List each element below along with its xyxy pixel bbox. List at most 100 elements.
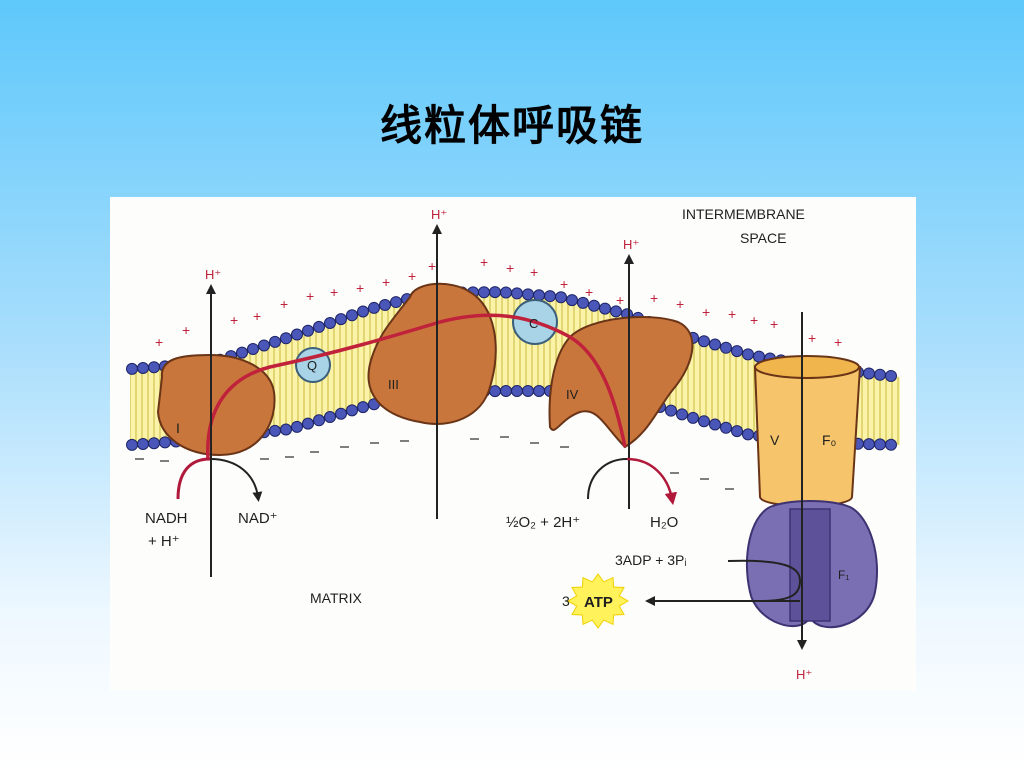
lipid-head [874, 438, 886, 451]
adp-label: 3ADP + 3Pᵢ [615, 552, 687, 568]
nadh-label-line2: + H⁺ [148, 533, 180, 550]
lipid-head [555, 291, 567, 304]
plus-sign: + [702, 304, 710, 320]
lipid-head [269, 335, 281, 348]
plus-sign: + [382, 274, 390, 290]
lipid-head [126, 362, 138, 375]
lipid-head [665, 404, 677, 417]
plus-sign: + [616, 292, 624, 308]
complex-iv-label: IV [566, 387, 579, 402]
negative-charge-signs [135, 436, 734, 490]
atp-label: ATP [584, 594, 613, 611]
lipid-head [577, 296, 589, 309]
lipid-head [874, 368, 886, 381]
lipid-head [489, 385, 501, 398]
plus-sign: + [356, 280, 364, 296]
lipid-head [489, 286, 501, 299]
plus-sign: + [253, 308, 261, 324]
plus-sign: + [650, 290, 658, 306]
lipid-head [357, 305, 369, 318]
lipid-head [313, 320, 325, 333]
lipid-head [247, 343, 259, 356]
lipid-head [379, 299, 391, 311]
f0-label: F₀ [822, 432, 837, 448]
plus-sign: + [560, 276, 568, 292]
lipid-head [742, 428, 754, 441]
lipid-head [885, 369, 897, 382]
space-label-line1: INTERMEMBRANE [682, 206, 805, 222]
plus-sign: + [480, 254, 488, 270]
oxygen-label: ½O₂ + 2H⁺ [506, 514, 580, 531]
lipid-head [478, 286, 490, 299]
lipid-head [500, 385, 512, 397]
lipid-head [863, 438, 875, 451]
plus-sign: + [530, 264, 538, 280]
lipid-head [148, 361, 160, 374]
plus-sign: + [155, 334, 163, 350]
lipid-head [544, 290, 556, 303]
lipid-head [280, 423, 292, 436]
lipid-head [863, 367, 875, 380]
complex-i-label: I [176, 420, 180, 436]
lipid-head [885, 438, 897, 451]
lipid-head [335, 407, 347, 420]
plus-sign: + [306, 288, 314, 304]
complex-iii-label: III [388, 377, 399, 392]
lipid-head [302, 417, 314, 430]
electron-path [206, 313, 627, 460]
proton-label-iv: H⁺ [623, 237, 639, 252]
atp-burst [567, 573, 629, 629]
lipid-head [137, 438, 149, 451]
lipid-head [522, 385, 534, 397]
plus-sign: + [506, 260, 514, 276]
lipid-head [720, 421, 732, 434]
matrix-label: MATRIX [310, 590, 363, 606]
lipid-head [291, 420, 303, 433]
space-label-line2: SPACE [740, 230, 786, 246]
plus-sign: + [750, 312, 758, 328]
lipid-head [511, 287, 523, 300]
lipid-head [500, 286, 512, 299]
lipid-head [709, 338, 721, 351]
lipid-head [368, 301, 380, 314]
plus-sign: + [330, 284, 338, 300]
plus-sign: + [428, 258, 436, 274]
lipid-head [126, 438, 138, 451]
lipid-head [533, 385, 545, 397]
lipid-head [324, 317, 336, 329]
proton-label-synthase: H⁺ [796, 667, 812, 682]
lipid-head [511, 385, 523, 397]
lipid-head [676, 408, 688, 421]
lipid-head [357, 401, 369, 414]
q-label: Q [307, 358, 317, 373]
nad-label: NAD⁺ [238, 510, 278, 527]
plus-sign: + [280, 296, 288, 312]
proton-label-iii: H⁺ [431, 207, 447, 222]
respiratory-chain-diagram: +++++++++++++++++++++++++ H⁺ H⁺ H⁺ H⁺ IN… [110, 197, 916, 691]
lipid-head [709, 418, 721, 431]
positive-charge-signs: +++++++++++++++++++++++++ [155, 254, 842, 350]
lipid-head [599, 302, 611, 315]
c-label: C [529, 316, 538, 331]
lipid-head [720, 341, 732, 354]
plus-sign: + [834, 334, 842, 350]
lipid-head [698, 335, 710, 348]
f1-label: F₁ [838, 568, 849, 582]
plus-sign: + [728, 306, 736, 322]
complex-v-label: V [770, 432, 780, 448]
lipid-head [236, 346, 248, 359]
lipid-head [269, 424, 281, 437]
proton-label-i: H⁺ [205, 267, 221, 282]
plus-sign: + [808, 330, 816, 346]
oxygen-arrow [587, 458, 628, 500]
lipid-head [258, 339, 270, 352]
lipid-head [302, 324, 314, 337]
nadh-arrow [176, 457, 211, 500]
plus-sign: + [408, 268, 416, 284]
lipid-head [346, 404, 358, 417]
lipid-head [148, 437, 160, 450]
lipid-head [291, 328, 303, 341]
lipid-head [742, 348, 754, 361]
lipid-head [324, 411, 336, 423]
plus-sign: + [676, 296, 684, 312]
